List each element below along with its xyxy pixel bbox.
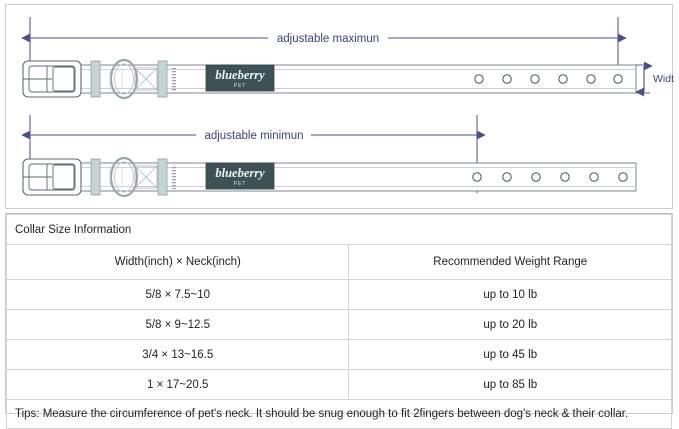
column-header-weight: Recommended Weight Range	[348, 244, 672, 280]
collar-diagram-svg: adjustable maximun	[21, 17, 674, 198]
tips-text: Tips: Measure the circumference of pet's…	[6, 399, 672, 429]
collar-diagram-panel: adjustable maximun	[5, 4, 674, 209]
width-dimension-label: Width	[653, 73, 674, 85]
collar-hole	[613, 74, 623, 84]
collar-size-table-panel: Collar Size Information Width(inch) × Ne…	[5, 213, 673, 429]
column-header-size: Width(inch) × Neck(inch)	[5, 244, 350, 280]
brand-patch	[205, 162, 275, 190]
table-title-row: Collar Size Information	[6, 214, 672, 245]
brand-sub-text: PET	[234, 83, 247, 89]
table-title: Collar Size Information	[6, 214, 672, 245]
collar-hole	[589, 172, 599, 182]
weight-value: up to 20 lb	[348, 309, 672, 340]
size-value: 5/8 × 9~12.5	[5, 309, 350, 340]
brand-name-text: blueberry	[215, 68, 265, 82]
size-value: 5/8 × 7.5~10	[5, 279, 350, 310]
collar-hole	[618, 172, 628, 182]
max-dimension-label: adjustable maximun	[277, 33, 379, 45]
weight-value: up to 10 lb	[348, 279, 672, 310]
brand-patch	[205, 64, 275, 92]
weight-value: up to 85 lb	[348, 369, 672, 400]
table-row: 5/8 × 7.5~10 up to 10 lb	[5, 279, 672, 310]
brand-sub-text: PET	[234, 181, 247, 187]
brand-name-text: blueberry	[215, 166, 265, 180]
collar-hole	[502, 74, 512, 84]
collar-hole	[558, 74, 568, 84]
min-dimension-label: adjustable minimun	[204, 130, 303, 142]
size-value: 1 × 17~20.5	[5, 369, 350, 400]
table-row: 5/8 × 9~12.5 up to 20 lb	[5, 309, 672, 340]
collar-hole	[472, 172, 482, 182]
collar-hole	[560, 172, 570, 182]
collar-hole	[474, 74, 484, 84]
collar-size-table: Collar Size Information Width(inch) × Ne…	[5, 214, 672, 429]
table-header-row: Width(inch) × Neck(inch) Recommended Wei…	[5, 244, 672, 280]
table-row: 1 × 17~20.5 up to 85 lb	[5, 369, 672, 400]
collar-hole	[530, 74, 540, 84]
table-tips-row: Tips: Measure the circumference of pet's…	[6, 399, 672, 429]
table-row: 3/4 × 13~16.5 up to 45 lb	[5, 339, 672, 370]
weight-value: up to 45 lb	[348, 339, 672, 370]
size-value: 3/4 × 13~16.5	[5, 339, 350, 370]
size-chart-page: adjustable maximun	[5, 4, 674, 429]
collar-hole	[502, 172, 512, 182]
collar-hole	[586, 74, 596, 84]
collar-hole	[531, 172, 541, 182]
